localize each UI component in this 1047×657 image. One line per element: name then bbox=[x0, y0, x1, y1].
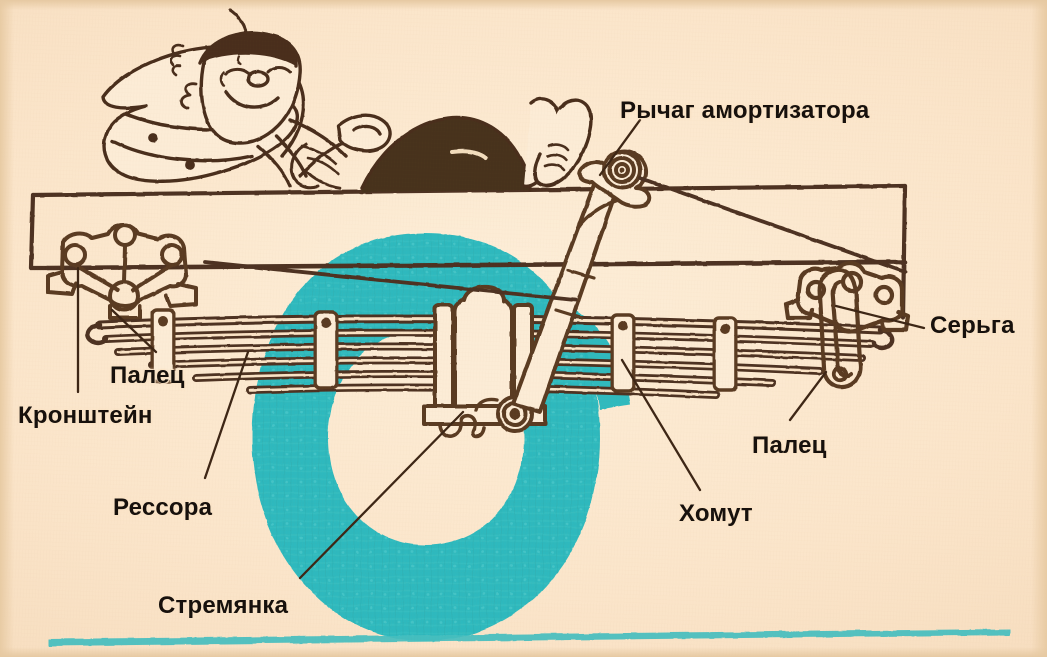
label-shock-arm: Рычаг амортизатора bbox=[620, 97, 870, 124]
leader-lines bbox=[76, 118, 926, 580]
leader-shock-arm bbox=[598, 118, 642, 177]
label-bracket: Кронштейн bbox=[18, 402, 153, 429]
leader-clamp bbox=[620, 358, 702, 492]
front-bracket bbox=[46, 223, 198, 320]
label-pin-right: Палец bbox=[752, 432, 827, 459]
shock-lever bbox=[576, 149, 652, 230]
spring-clamp-right bbox=[610, 313, 636, 393]
leader-shackle bbox=[834, 304, 926, 330]
leader-pin-right bbox=[788, 370, 828, 422]
page-edge-bottom bbox=[0, 647, 1047, 657]
spring-clamp-far-right bbox=[712, 316, 738, 392]
label-shackle: Серьга bbox=[930, 312, 1015, 339]
page-edge-right bbox=[1031, 0, 1047, 657]
label-u-bolt: Стремянка bbox=[158, 592, 289, 619]
page-edge-left bbox=[0, 0, 14, 657]
label-leaf-spring: Рессора bbox=[113, 494, 213, 521]
page-edge-top bbox=[0, 0, 1047, 10]
rear-shackle bbox=[783, 261, 911, 390]
spring-clamp-left bbox=[150, 308, 176, 384]
leader-u-bolt bbox=[298, 410, 465, 580]
u-bolt-axle-assembly bbox=[422, 284, 547, 439]
label-pin-left: Палец bbox=[110, 362, 185, 389]
leader-pin-left bbox=[110, 308, 158, 354]
wheel-tire bbox=[252, 233, 600, 641]
shock-tie-rod bbox=[203, 176, 907, 302]
spring-clamp-mid-left bbox=[313, 310, 339, 390]
ground-line bbox=[48, 629, 1010, 646]
leader-leaf-spring bbox=[203, 350, 250, 480]
sleeping-man bbox=[101, 8, 593, 192]
label-clamp: Хомут bbox=[679, 500, 753, 527]
